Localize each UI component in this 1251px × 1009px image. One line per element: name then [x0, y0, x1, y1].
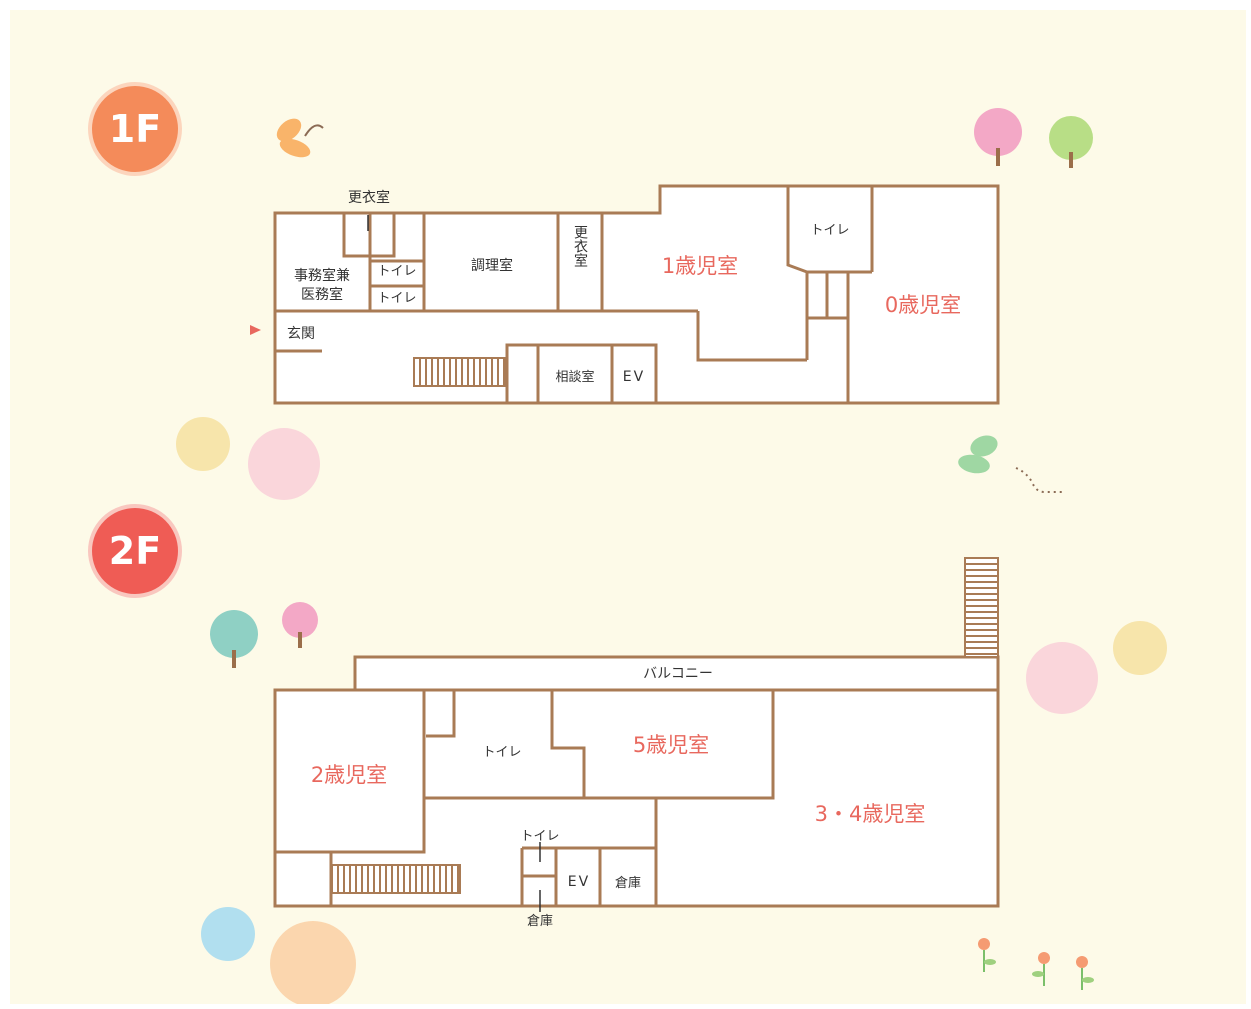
dot-circle-icon — [176, 417, 230, 471]
dot-circle-icon — [248, 428, 320, 500]
office-label: 事務室兼 — [294, 267, 350, 284]
butterfly-icon — [276, 118, 324, 158]
age5-room-label: 5歳児室 — [633, 733, 709, 757]
floor-1f-plan — [273, 184, 1000, 405]
changing-room-label: 更衣室 — [348, 189, 390, 206]
dot-circle-icon — [1113, 621, 1167, 675]
office-label-2: 医務室 — [301, 286, 343, 303]
balcony-label: バルコニー — [643, 666, 713, 682]
storage-label: 倉庫 — [527, 914, 553, 929]
age34-room-label: 3・4歳児室 — [815, 802, 926, 826]
flower-icon — [1032, 952, 1050, 986]
entrance-label: 玄関 — [287, 325, 315, 342]
floor-2f-badge: 2F — [92, 508, 178, 594]
floor-plan-drawing: 更衣室 事務室兼 医務室 トイレ トイレ 調理室 更衣室 1歳児室 トイレ 0歳… — [176, 108, 1167, 1004]
dot-circle-icon — [270, 921, 356, 1004]
age1-room-label: 1歳児室 — [662, 254, 738, 278]
tree-icon — [1049, 116, 1093, 168]
floor-1f-outline — [273, 184, 1000, 405]
floor-1f-labels: 更衣室 事務室兼 医務室 トイレ トイレ 調理室 更衣室 1歳児室 トイレ 0歳… — [287, 189, 961, 385]
elevator-label: EV — [568, 874, 590, 890]
toilet-label: トイレ — [810, 223, 849, 238]
entrance-arrow-icon — [250, 325, 261, 335]
kitchen-label: 調理室 — [471, 257, 513, 274]
flower-icon — [978, 938, 996, 972]
floor-plan-canvas: 1F 2F — [10, 10, 1246, 1004]
toilet-label: トイレ — [377, 291, 416, 306]
age2-room-label: 2歳児室 — [311, 763, 387, 787]
floor-2f-label: 2F — [108, 529, 162, 573]
floor-1f-badge: 1F — [92, 86, 178, 172]
changing-room-vertical-label: 更衣室 — [572, 225, 588, 267]
stairs-2f — [331, 864, 461, 894]
toilet-label: トイレ — [377, 264, 416, 279]
age0-room-label: 0歳児室 — [885, 293, 961, 317]
flower-icon — [1076, 956, 1094, 990]
tree-icon — [210, 610, 258, 668]
floor-2f-labels: バルコニー トイレ 5歳児室 2歳児室 3・4歳児室 トイレ EV 倉庫 倉庫 — [311, 666, 926, 929]
butterfly-icon — [958, 435, 1064, 493]
elevator-label: EV — [623, 369, 645, 385]
toilet-label: トイレ — [482, 745, 521, 760]
storage-label: 倉庫 — [615, 876, 641, 891]
stairs-1f — [413, 357, 507, 387]
stairs-2f-balcony — [964, 557, 999, 658]
dot-circle-icon — [201, 907, 255, 961]
tree-icon — [282, 602, 318, 648]
dot-circle-icon — [1026, 642, 1098, 714]
tree-icon — [974, 108, 1022, 166]
toilet-label: トイレ — [520, 829, 559, 844]
balcony-outline — [353, 655, 1000, 690]
consultation-label: 相談室 — [555, 369, 594, 385]
floor-1f-label: 1F — [108, 107, 162, 151]
